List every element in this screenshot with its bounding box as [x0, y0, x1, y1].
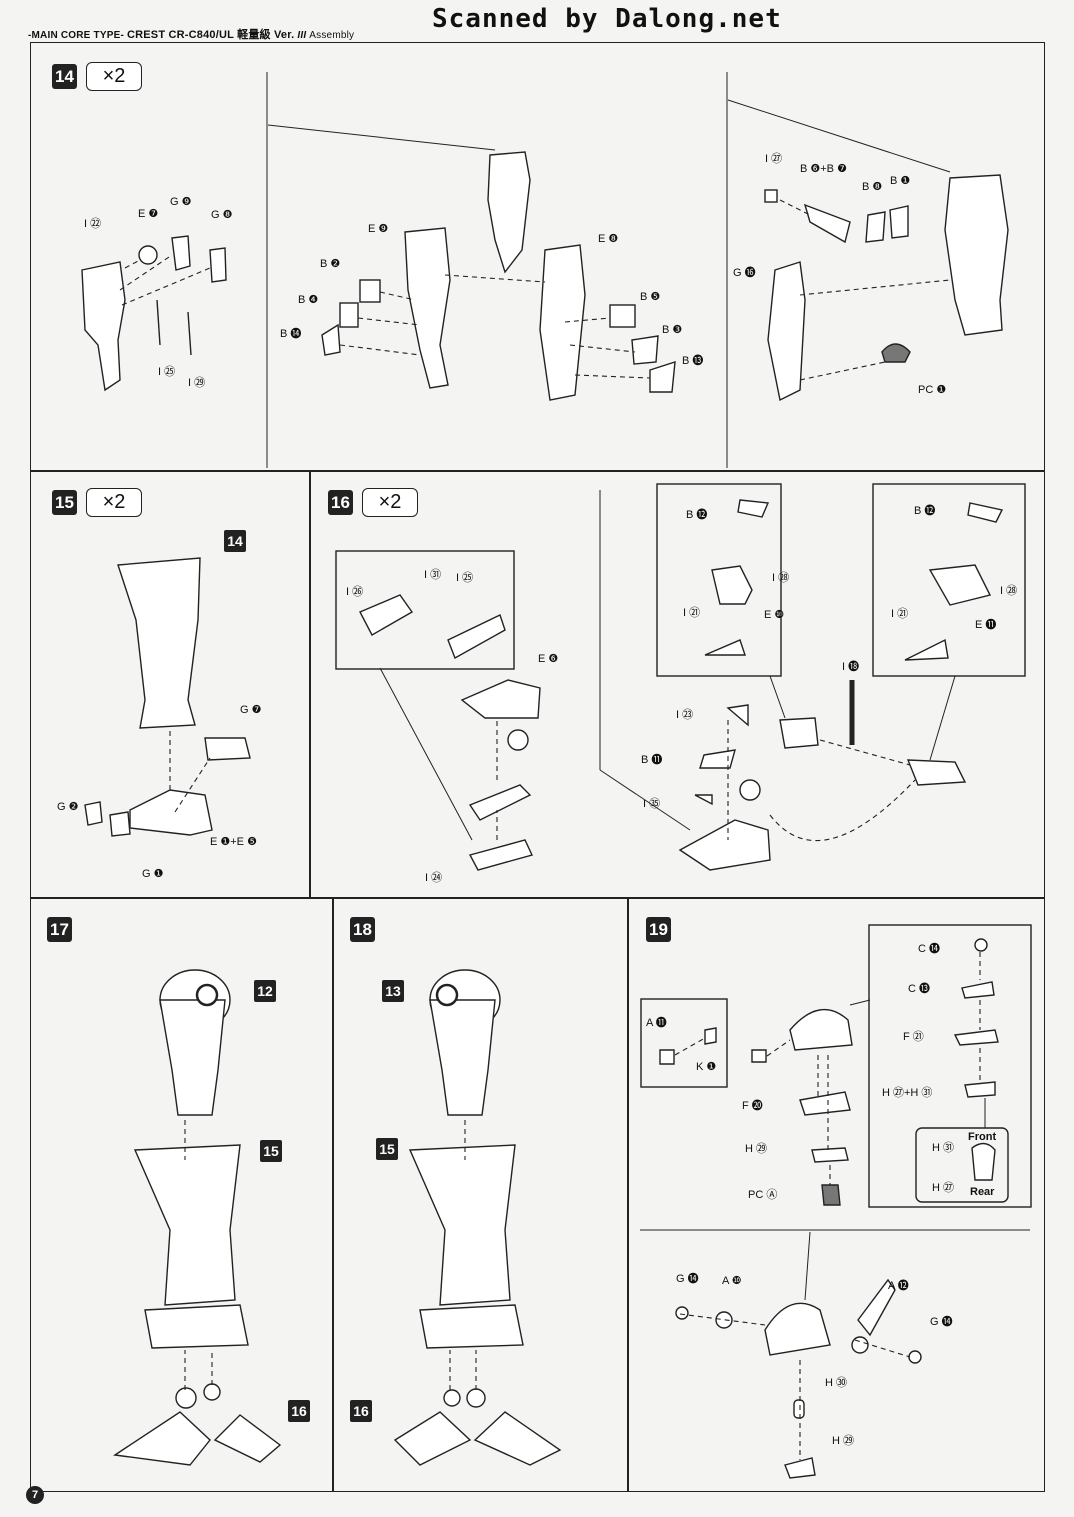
header-model: CREST CR-C840/UL 軽量級 Ver.	[126, 29, 295, 41]
page-header: -MAIN CORE TYPE- CREST CR-C840/UL 軽量級 Ve…	[28, 26, 354, 42]
step-number-14: 14	[52, 64, 77, 89]
part-label: I ⓲	[842, 661, 860, 673]
part-label: E ❽	[598, 233, 619, 245]
part-label: E ⓫	[975, 619, 997, 631]
part-label: B ⓮	[280, 328, 302, 340]
ref-tag: 12	[254, 980, 276, 1002]
step-number-17: 17	[47, 917, 72, 942]
part-label: I ㉑	[683, 607, 701, 619]
part-label: B ❹	[298, 294, 319, 306]
part-label: H ㉙	[745, 1143, 767, 1155]
part-label: I ㉕	[158, 366, 176, 378]
part-label: B ⓫	[641, 754, 663, 766]
page-number: 7	[26, 1486, 44, 1504]
ref-tag: 16	[288, 1400, 310, 1422]
part-label: G ⓮	[676, 1273, 699, 1285]
watermark: Scanned by Dalong.net	[432, 4, 782, 34]
part-label: B ❶	[890, 175, 911, 187]
part-label: I ㉕	[456, 572, 474, 584]
page-frame	[30, 42, 1045, 1492]
part-label: G ❽	[211, 209, 233, 221]
part-label: I ㉒	[84, 218, 102, 230]
part-label: H ㉗	[932, 1182, 954, 1194]
part-label: PC Ⓐ	[748, 1189, 778, 1201]
part-label: B ❻+B ❼	[800, 163, 847, 175]
ref-tag: 15	[260, 1140, 282, 1162]
part-label: I ㉟	[643, 798, 661, 810]
ref-tag: 13	[382, 980, 404, 1002]
multiplier-badge: ×2	[362, 488, 418, 517]
col-divider	[627, 897, 629, 1492]
part-label: I ㉛	[424, 569, 442, 581]
ref-tag: 16	[350, 1400, 372, 1422]
step-number-18: 18	[350, 917, 375, 942]
part-label: C ⓭	[908, 983, 930, 995]
part-label: H ㉛	[932, 1142, 954, 1154]
part-label: I ㉘	[1000, 585, 1018, 597]
header-prefix: -MAIN CORE TYPE-	[28, 30, 124, 41]
part-label: H ㉗+H ㉛	[882, 1087, 933, 1099]
part-label: A ❿	[722, 1275, 742, 1287]
part-label: G ❷	[57, 801, 79, 813]
multiplier-badge: ×2	[86, 488, 142, 517]
part-label: I ㉔	[425, 872, 443, 884]
part-label: I ㉙	[188, 377, 206, 389]
part-label: B ⓭	[682, 355, 704, 367]
part-label: B ❸	[662, 324, 683, 336]
header-version-mark: III	[297, 30, 307, 41]
step-number-19: 19	[646, 917, 671, 942]
part-label: B ❺	[640, 291, 661, 303]
part-label: K ❶	[696, 1061, 717, 1073]
part-label: H ㉙	[832, 1435, 854, 1447]
part-label: E ❶+E ❺	[210, 836, 257, 848]
part-label: G ⓰	[733, 267, 756, 279]
part-label: I ㉖	[346, 586, 364, 598]
part-label: B ⓬	[914, 505, 936, 517]
part-label: F ⓴	[742, 1100, 763, 1112]
part-label: E ❼	[138, 208, 159, 220]
part-label: G ❾	[170, 196, 192, 208]
header-section: Assembly	[309, 30, 355, 41]
part-label: G ⓮	[930, 1316, 953, 1328]
part-label: E ❿	[764, 609, 785, 621]
part-label: PC ❶	[918, 384, 947, 396]
step-number-15: 15	[52, 490, 77, 515]
ref-tag: 15	[376, 1138, 398, 1160]
part-label: E ❻	[538, 653, 559, 665]
step-number-16: 16	[328, 490, 353, 515]
multiplier-badge: ×2	[86, 62, 142, 91]
row-divider	[30, 897, 1045, 899]
col-divider	[332, 897, 334, 1492]
front-label: Front	[968, 1131, 997, 1143]
part-label: B ⓬	[686, 509, 708, 521]
part-label: B ❽	[862, 181, 883, 193]
part-label: C ⓮	[918, 943, 940, 955]
part-label: F ㉑	[903, 1031, 924, 1043]
part-label: G ❼	[240, 704, 262, 716]
part-label: I ㉗	[765, 153, 783, 165]
part-label: A ⓬	[888, 1280, 909, 1292]
ref-tag: 14	[224, 530, 246, 552]
part-label: I ㉑	[891, 608, 909, 620]
rear-label: Rear	[970, 1186, 995, 1198]
part-label: I ㉓	[676, 709, 694, 721]
part-label: G ❶	[142, 868, 164, 880]
row-divider	[30, 470, 1045, 472]
part-label: B ❷	[320, 258, 341, 270]
part-label: H ㉚	[825, 1377, 847, 1389]
part-label: A ⓫	[646, 1017, 667, 1029]
part-label: E ❾	[368, 223, 389, 235]
col-divider	[309, 470, 311, 897]
part-label: I ㉘	[772, 572, 790, 584]
